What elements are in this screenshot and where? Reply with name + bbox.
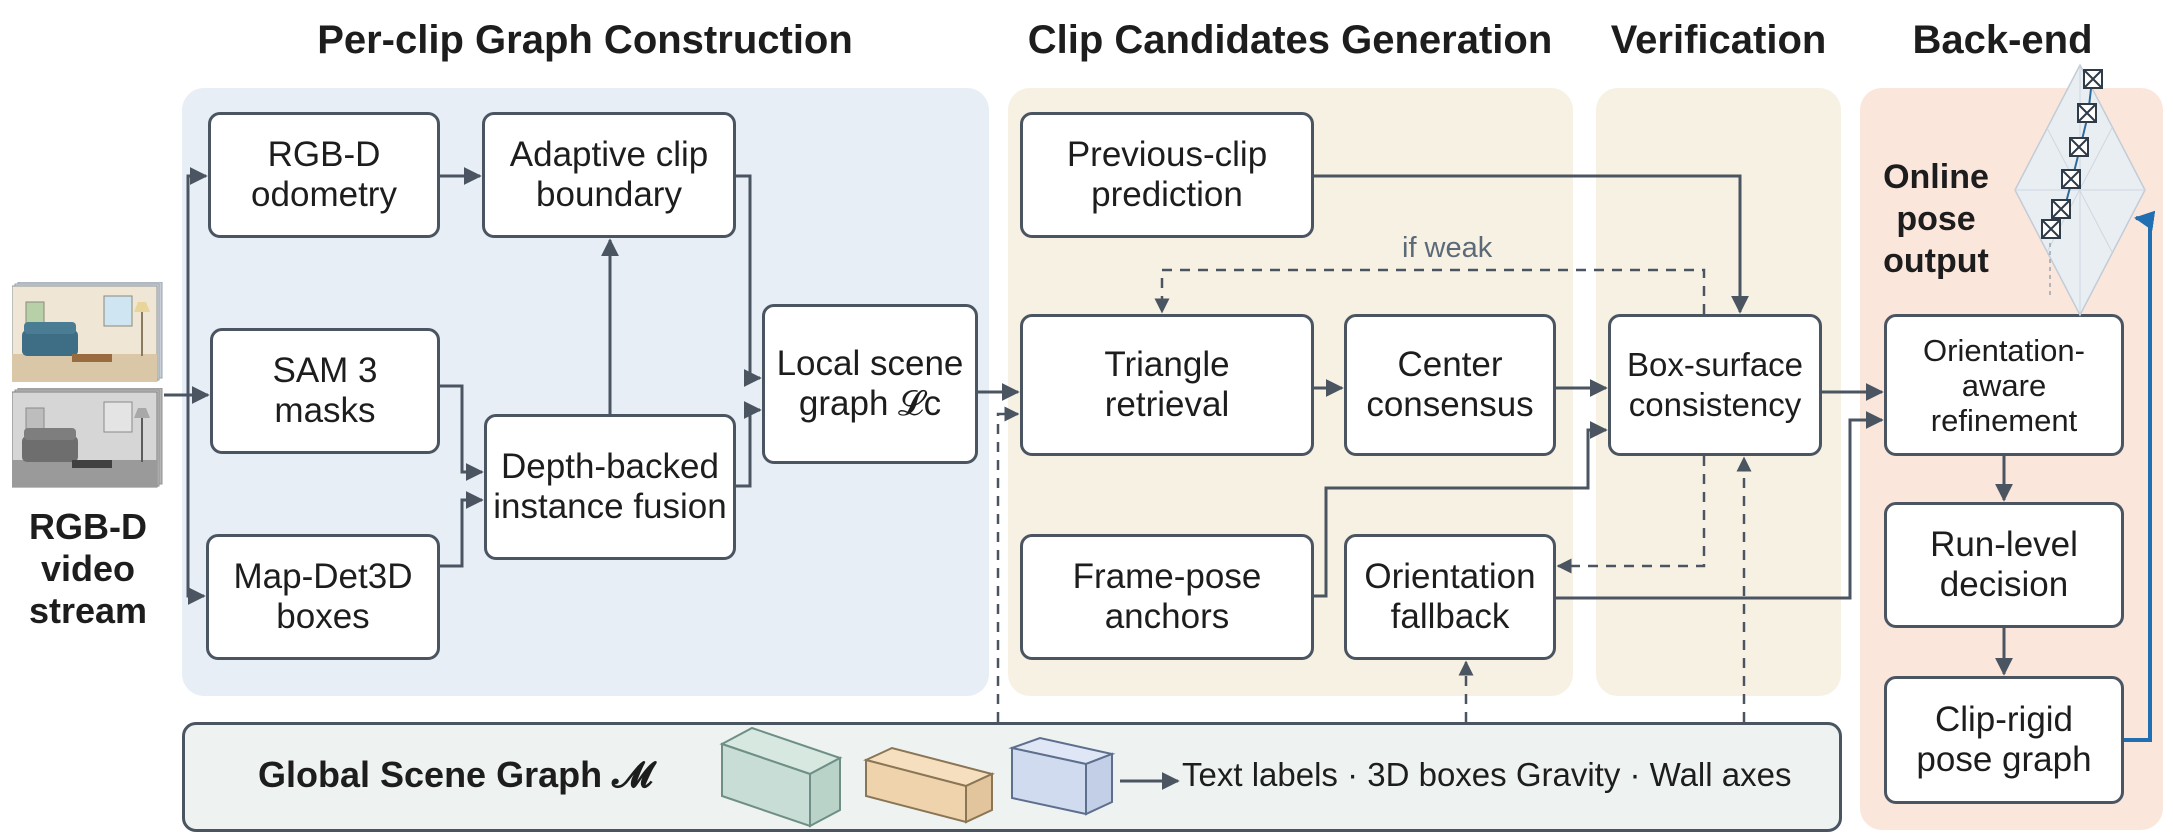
sam3-masks-box: SAM 3 masks [210, 328, 440, 454]
rgbd-odometry-label: RGB-D odometry [251, 135, 397, 214]
online-pose-output-label: Online pose output [1883, 158, 1989, 280]
rgbd-odometry-box: RGB-D odometry [208, 112, 440, 238]
depth-backed-fusion-box: Depth-backed instance fusion [484, 414, 736, 560]
adaptive-clip-boundary-label: Adaptive clip boundary [509, 135, 709, 214]
orientation-aware-refinement-label: Orientation- aware refinement [1923, 332, 2085, 438]
section-title-graph: Per-clip Graph Construction [317, 18, 853, 62]
pose-trajectory-illustration [2010, 60, 2150, 330]
run-level-decision-box: Run-level decision [1884, 502, 2124, 628]
orientation-fallback-box: Orientation fallback [1344, 534, 1556, 660]
box-surface-consistency-label: Box-surface consistency [1626, 346, 1804, 423]
depth-backed-fusion-label: Depth-backed instance fusion [493, 447, 727, 526]
triangle-retrieval-box: Triangle retrieval [1020, 314, 1314, 456]
clip-rigid-pose-graph-label: Clip-rigid pose graph [1916, 700, 2092, 779]
adaptive-clip-boundary-box: Adaptive clip boundary [482, 112, 736, 238]
center-consensus-box: Center consensus [1344, 314, 1556, 456]
section-title-verification: Verification [1610, 18, 1827, 62]
orientation-fallback-label: Orientation fallback [1364, 557, 1536, 636]
section-title-candidates: Clip Candidates Generation [1027, 18, 1553, 62]
local-scene-graph-label: Local scene graph 𝓛ᴄ [776, 344, 964, 423]
map-det3d-box: Map-Det3D boxes [206, 534, 440, 660]
global-graph-boxes-icon [716, 724, 1116, 830]
map-det3d-label: Map-Det3D boxes [233, 557, 413, 636]
if-weak-label: if weak [1402, 232, 1493, 264]
previous-clip-prediction-label: Previous-clip prediction [1066, 135, 1268, 214]
sam3-masks-label: SAM 3 masks [272, 351, 378, 430]
triangle-retrieval-label: Triangle retrieval [1104, 345, 1230, 424]
previous-clip-prediction-box: Previous-clip prediction [1020, 112, 1314, 238]
depth-frame-thumbnail [11, 387, 164, 488]
input-stream-label: RGB-D video stream [28, 506, 148, 631]
rgb-frame-thumbnail [11, 281, 164, 382]
local-scene-graph-box: Local scene graph 𝓛ᴄ [762, 304, 978, 464]
global-graph-features-label: Text labels · 3D boxes Gravity · Wall ax… [1182, 756, 1792, 793]
box-surface-consistency-box: Box-surface consistency [1608, 314, 1822, 456]
global-scene-graph-bar [182, 722, 1842, 832]
global-scene-graph-title: Global Scene Graph 𝓜 [258, 754, 653, 795]
run-level-decision-label: Run-level decision [1930, 525, 2078, 604]
clip-rigid-pose-graph-box: Clip-rigid pose graph [1884, 676, 2124, 804]
frame-pose-anchors-box: Frame-pose anchors [1020, 534, 1314, 660]
frame-pose-anchors-label: Frame-pose anchors [1072, 557, 1262, 636]
center-consensus-label: Center consensus [1366, 345, 1534, 424]
orientation-aware-refinement-box: Orientation- aware refinement [1884, 314, 2124, 456]
section-title-backend: Back-end [1912, 18, 2093, 62]
